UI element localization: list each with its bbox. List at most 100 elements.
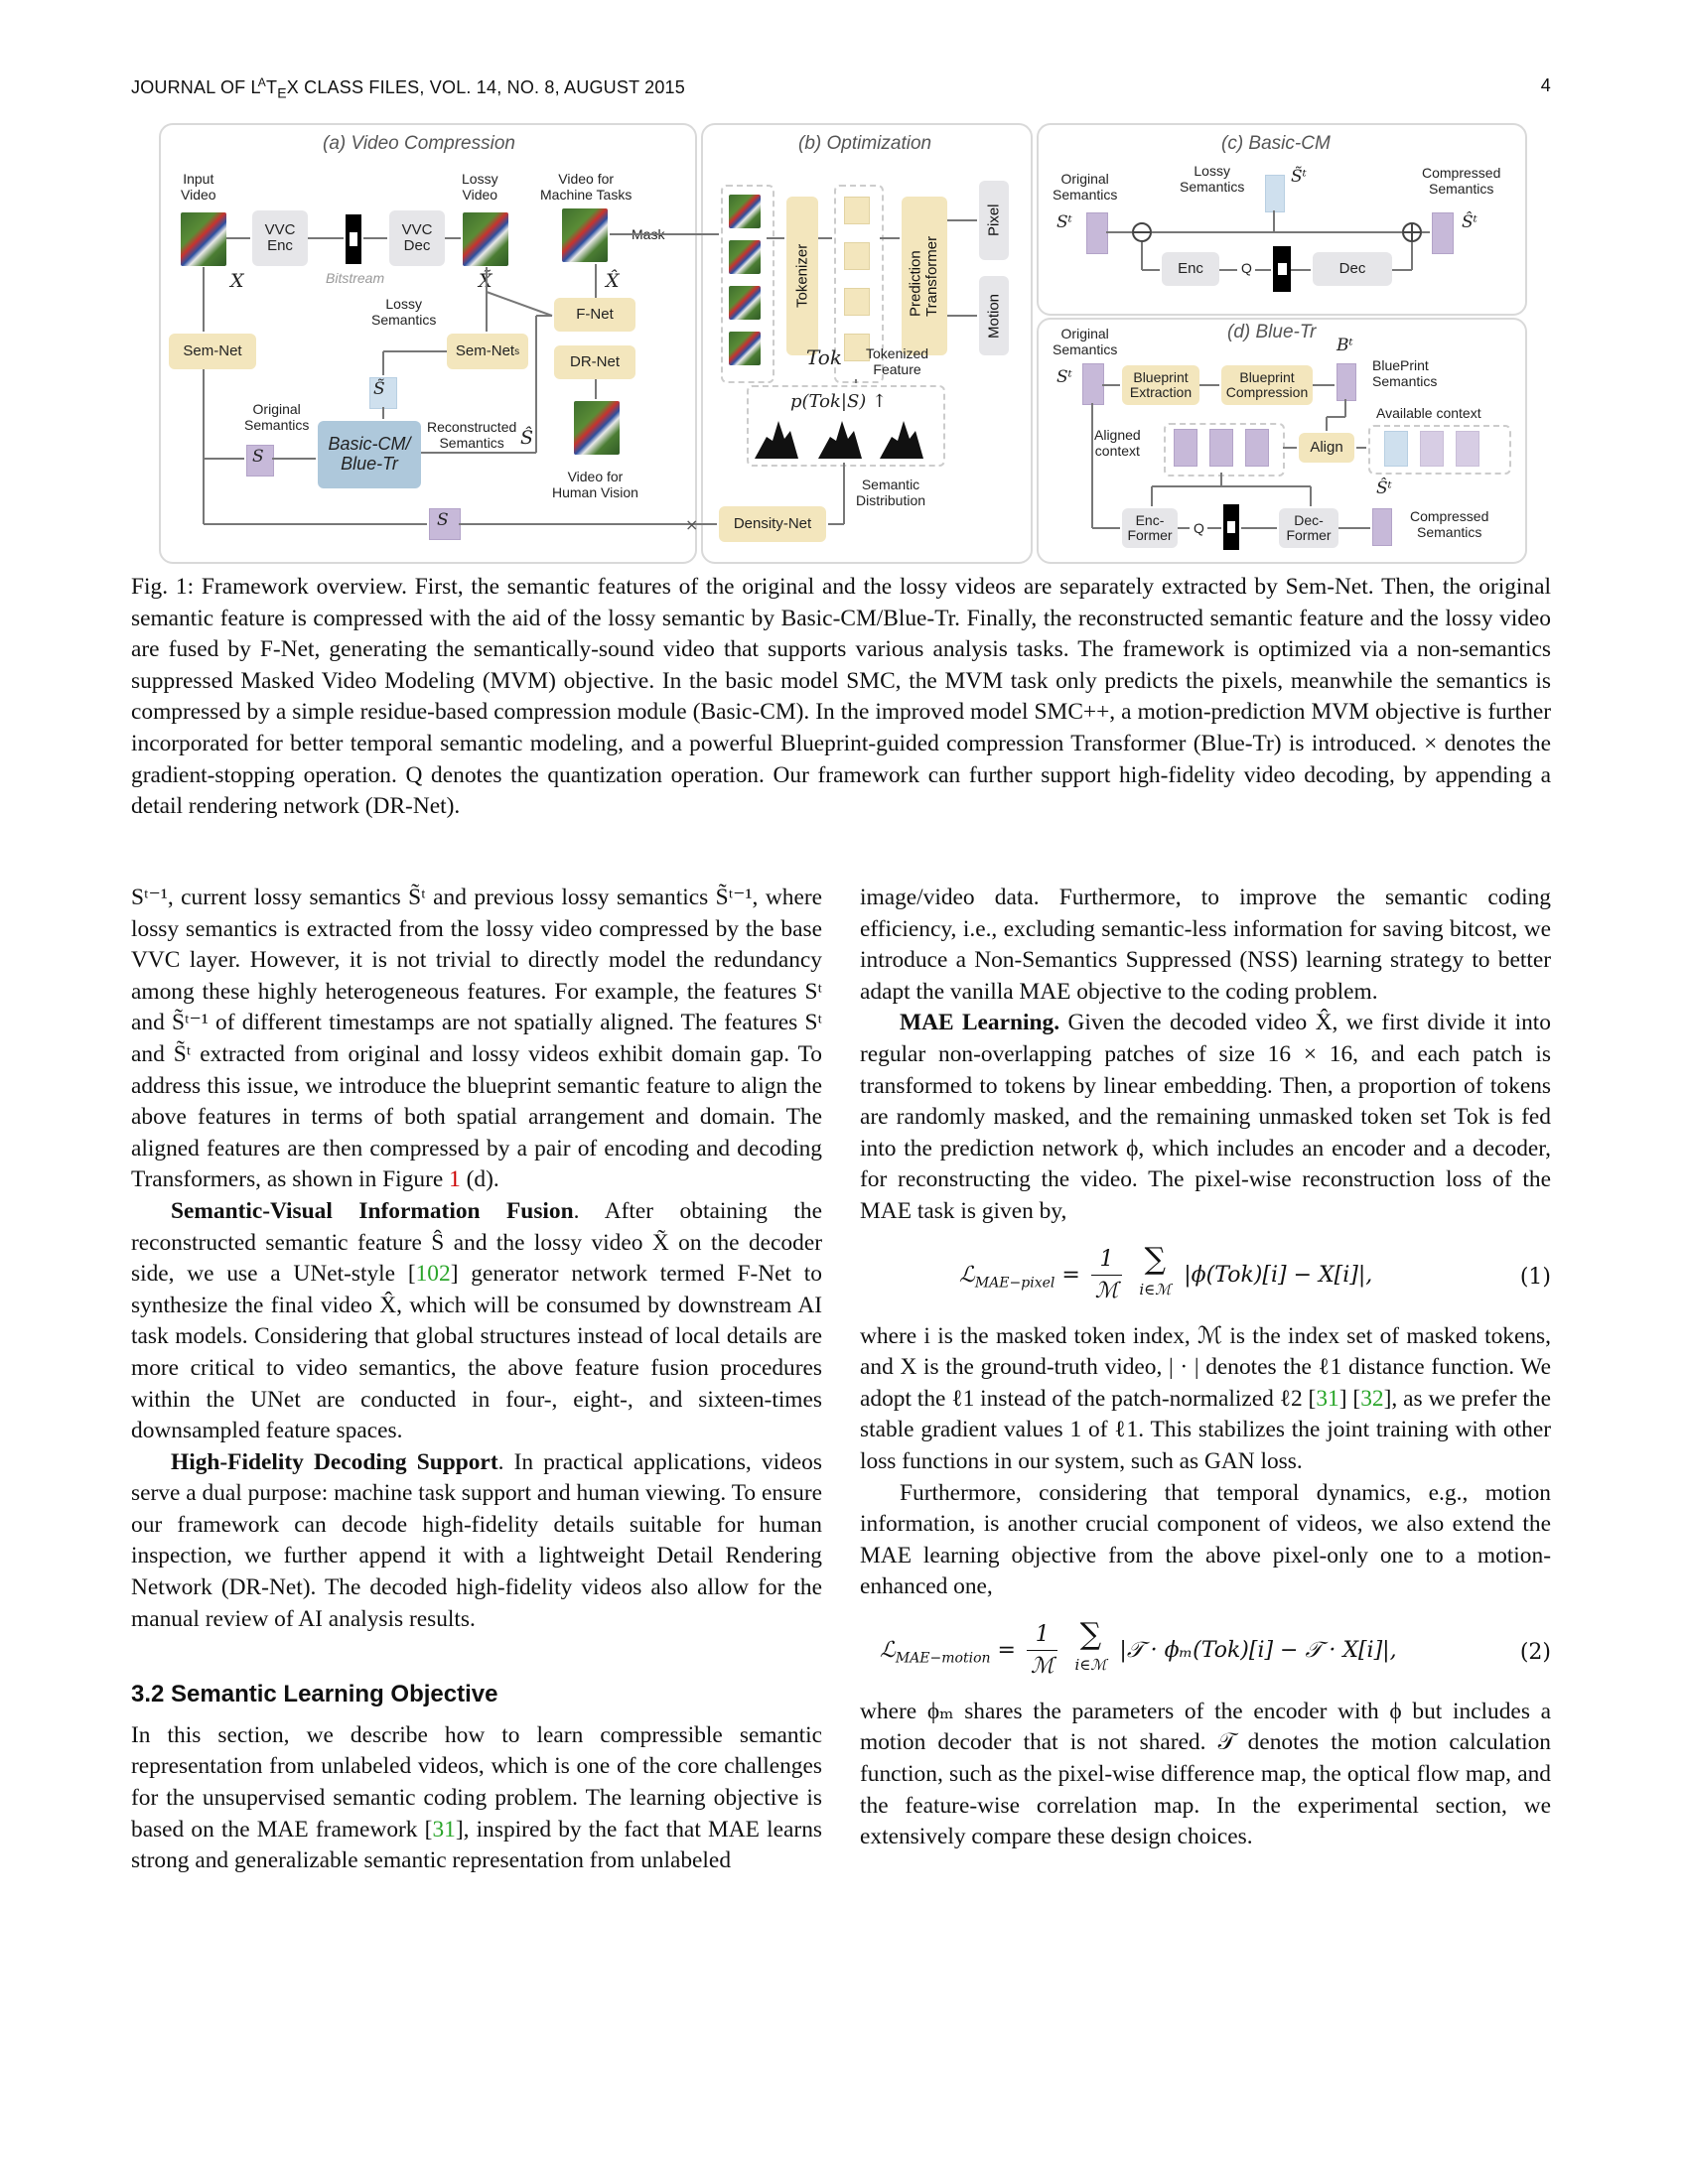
s-tilde-symbol: S̃ (373, 379, 385, 399)
d-available-context-box (1368, 425, 1511, 475)
framework-figure: (a) Video Compression Input Video X VVC … (159, 123, 1529, 566)
blueprint-extraction-box: Blueprint Extraction (1122, 365, 1199, 405)
citation-link-32[interactable]: 32 (1360, 1385, 1384, 1412)
d-original-semantics-label: Original Semantics (1053, 326, 1118, 358)
tokenized-feature-label: Tokenized Feature (866, 345, 929, 378)
panel-d-title: (d) Blue-Tr (1227, 322, 1317, 342)
figure-connectors: × (203, 210, 1430, 534)
left-paragraph-4: In this section, we describe how to lear… (131, 1721, 822, 1874)
patch-1 (729, 195, 761, 228)
d-compressed-label: Compressed Semantics (1410, 508, 1489, 541)
right-paragraph-3: where i is the masked token index, ℳ is … (860, 1322, 1551, 1474)
d-aligned-cube-1 (1174, 429, 1197, 467)
right-column: image/video data. Furthermore, to improv… (860, 883, 1551, 1853)
svg-text:×: × (685, 515, 698, 534)
probability-label: p(Tok|S) ↑ (790, 391, 888, 412)
d-context-cube-2 (1420, 431, 1444, 467)
distribution-box (747, 385, 945, 467)
tok-symbol: Tok (806, 345, 842, 369)
d-q-label: Q (1194, 520, 1204, 536)
citation-link-102[interactable]: 102 (415, 1261, 451, 1288)
sem-net-box: Sem-Net (169, 334, 256, 369)
patch-stack (721, 185, 774, 383)
equation-2-number: (2) (1519, 1639, 1551, 1665)
original-semantics-label: Original Semantics (244, 401, 310, 434)
equation-1-number: (1) (1519, 1264, 1551, 1290)
c-original-semantics-label: Original Semantics (1053, 171, 1118, 204)
d-context-cube-1 (1384, 431, 1408, 467)
c-lossy-semantics-label: Lossy Semantics (1180, 163, 1245, 196)
citation-link-31[interactable]: 31 (432, 1816, 456, 1843)
page-number: 4 (1540, 75, 1551, 95)
s-hat-symbol: Ŝ (520, 427, 534, 449)
dec-former-box: Dec- Former (1279, 508, 1338, 548)
c-compressed-cube (1432, 212, 1454, 254)
reconstructed-semantics-label: Reconstructed Semantics (427, 419, 517, 452)
vvc-enc-box: VVC Enc (252, 210, 308, 266)
d-aligned-context-label: Aligned context (1094, 427, 1141, 460)
panel-a-title: (a) Video Compression (323, 133, 515, 154)
figure-ref-link[interactable]: 1 (449, 1166, 461, 1193)
c-st-symbol: Sᵗ (1056, 212, 1072, 232)
c-dec-box: Dec (1313, 252, 1392, 286)
machine-video-thumb (562, 208, 608, 262)
right-paragraph-1: image/video data. Furthermore, to improv… (860, 885, 1551, 1005)
human-video-thumb (574, 401, 620, 455)
citation-link-31b[interactable]: 31 (1316, 1385, 1339, 1412)
left-paragraph-1: Sᵗ⁻¹, current lossy semantics S̃ᵗ and pr… (131, 885, 822, 1193)
patch-4 (729, 332, 761, 365)
c-compressed-label: Compressed Semantics (1422, 165, 1501, 198)
input-video-label: Input Video (181, 171, 216, 204)
token-4 (844, 334, 870, 361)
basic-cm-blue-tr-box: Basic-CM/ Blue-Tr (318, 421, 421, 488)
token-2 (844, 242, 870, 270)
lossy-video-label: Lossy Video (462, 171, 498, 204)
x-tilde-symbol: X̃ (479, 270, 492, 292)
token-1 (844, 197, 870, 224)
semantic-distribution-label: Semantic Distribution (856, 477, 926, 509)
right-paragraph-2: MAE Learning. Given the decoded video X̂… (860, 1010, 1551, 1224)
running-header: JOURNAL OF LATEX CLASS FILES, VOL. 14, N… (131, 75, 1551, 101)
panel-b-title: (b) Optimization (798, 133, 932, 154)
c-st-tilde-symbol: S̃ᵗ (1291, 167, 1307, 187)
s-symbol: S (252, 447, 264, 467)
c-q-label: Q (1241, 260, 1252, 276)
right-paragraph-5: where ϕₘ shares the parameters of the en… (860, 1698, 1551, 1850)
figure-caption: Fig. 1: Framework overview. First, the s… (131, 574, 1551, 820)
lossy-semantic-cube (369, 377, 397, 409)
bitstream-bar (346, 214, 361, 264)
enc-former-box: Enc- Former (1122, 508, 1178, 548)
x-symbol: X (230, 270, 244, 292)
input-video-thumb (181, 212, 226, 266)
blueprint-compression-box: Blueprint Compression (1221, 365, 1313, 405)
lossy-semantics-label: Lossy Semantics (371, 296, 437, 329)
vvc-dec-box: VVC Dec (389, 210, 445, 266)
align-box: Align (1299, 433, 1354, 463)
token-3 (844, 288, 870, 316)
d-aligned-cube-3 (1245, 429, 1269, 467)
distribution-peaks (755, 421, 923, 459)
patch-3 (729, 286, 761, 320)
c-bitstream-bar (1273, 246, 1291, 292)
d-context-cube-3 (1456, 431, 1479, 467)
section-heading: 3.2 Semantic Learning Objective (131, 1681, 498, 1708)
d-st-hat-symbol: Ŝᵗ (1376, 478, 1392, 498)
patch-2 (729, 240, 761, 274)
original-semantic-cube (246, 445, 274, 477)
lossy-video-thumb (463, 212, 508, 266)
right-paragraph-4: Furthermore, considering that temporal d… (860, 1479, 1551, 1600)
journal-name: JOURNAL OF LATEX CLASS FILES, VOL. 14, N… (131, 75, 685, 101)
d-aligned-context-box (1164, 423, 1285, 477)
d-st-symbol: Sᵗ (1056, 367, 1072, 387)
token-stack (834, 185, 884, 383)
d-bitstream-bar (1223, 504, 1239, 550)
left-paragraph-2: Semantic-Visual Information Fusion. Afte… (131, 1197, 822, 1444)
s-bottom-symbol: S (437, 510, 449, 530)
c-st-hat-symbol: Ŝᵗ (1462, 212, 1477, 232)
c-enc-box: Enc (1162, 252, 1219, 286)
left-paragraph-3: High-Fidelity Decoding Support. In pract… (131, 1448, 822, 1632)
panel-c-title: (c) Basic-CM (1221, 133, 1331, 154)
d-compressed-cube (1372, 508, 1392, 546)
